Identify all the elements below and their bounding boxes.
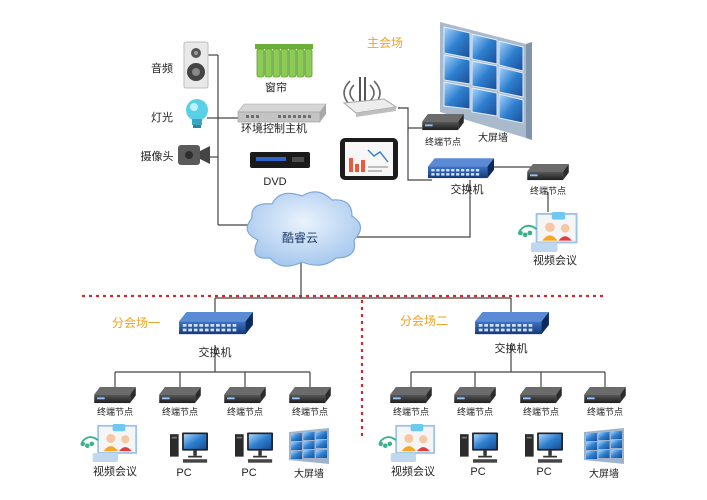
branch-one-endpoint-label: 视频会议: [93, 464, 137, 478]
terminal-node-branch-one-4: [289, 387, 331, 404]
branch-two-endpoint-label: 视频会议: [391, 464, 435, 478]
branch-one-endpoint-label: PC: [241, 467, 256, 479]
env-control-host-icon: [237, 103, 327, 123]
terminal-node-main-1: [422, 114, 464, 131]
lightbulb-icon: [186, 99, 208, 128]
node-main-2-label: 终端节点: [530, 185, 566, 196]
pc-branch-one-1-icon: [170, 432, 208, 463]
venue-separators: [82, 294, 605, 440]
video-conference-branch-one-icon: [80, 424, 138, 462]
switch-branch-two-icon: [475, 312, 549, 335]
pc-branch-two-1-icon: [460, 432, 498, 463]
cloud-label: 酷睿云: [282, 230, 318, 245]
video-wall-branch-one-icon: [289, 428, 329, 464]
dvd-label: DVD: [263, 176, 286, 188]
node-main-1-label: 终端节点: [425, 136, 461, 147]
terminal-node-branch-one-1: [94, 387, 136, 404]
cloud-icon: [246, 191, 362, 267]
terminal-node-main-2: [527, 164, 569, 181]
branch-two-node-label: 终端节点: [587, 406, 623, 417]
branch-two-endpoint-label: 大屏墙: [589, 467, 619, 480]
terminal-node-branch-two-1: [390, 387, 432, 404]
tablet-icon: [340, 138, 398, 180]
video-conference-main-icon: [517, 212, 578, 252]
switch-main-label: 交换机: [451, 182, 484, 196]
video-conf-main-label: 视频会议: [533, 253, 577, 267]
wifi-router-icon: [342, 77, 398, 117]
branch-one-nodes: [94, 387, 331, 404]
terminal-node-branch-two-4: [584, 387, 626, 404]
terminal-node-branch-one-3: [224, 387, 266, 404]
branch-one-title: 分会场一: [112, 316, 160, 330]
curtain-icon: [255, 44, 313, 78]
connection-lines: [114, 54, 606, 387]
branch-two-node-label: 终端节点: [393, 406, 429, 417]
switch-branch-one-label: 交换机: [199, 345, 232, 359]
dvd-player-icon: [250, 152, 310, 168]
branch-one-endpoint-label: PC: [176, 467, 191, 479]
terminal-node-branch-two-3: [520, 387, 562, 404]
video-wall-icon: [440, 22, 532, 140]
switch-main-icon: [428, 158, 494, 179]
pc-branch-one-2-icon: [235, 432, 273, 463]
video-wall-branch-two-icon: [584, 428, 624, 464]
branch-two-endpoint-label: PC: [536, 466, 551, 478]
audio-label: 音频: [151, 61, 173, 75]
branch-one-node-label: 终端节点: [97, 406, 133, 417]
video-conference-branch-two-icon: [378, 424, 436, 462]
branch-one-node-label: 终端节点: [227, 406, 263, 417]
branch-two-endpoint-label: PC: [470, 466, 485, 478]
env-host-label: 环境控制主机: [241, 121, 307, 135]
branch-two-node-label: 终端节点: [457, 406, 493, 417]
branch-one-node-label: 终端节点: [292, 406, 328, 417]
branch-one-node-label: 终端节点: [162, 406, 198, 417]
branch-two-title: 分会场二: [400, 314, 448, 328]
main-venue-title: 主会场: [367, 36, 403, 50]
terminal-node-branch-two-2: [454, 387, 496, 404]
speaker-icon: [183, 41, 209, 89]
switch-branch-one-icon: [179, 312, 253, 335]
camera-label: 摄像头: [141, 149, 174, 163]
terminal-node-branch-one-2: [159, 387, 201, 404]
light-label: 灯光: [151, 110, 173, 124]
big-screen-main-label: 大屏墙: [478, 131, 508, 144]
pc-branch-two-2-icon: [525, 432, 563, 463]
branch-two-node-label: 终端节点: [523, 406, 559, 417]
curtain-label: 窗帘: [265, 80, 287, 94]
camera-icon: [178, 145, 210, 165]
branch-two-nodes: [390, 387, 626, 404]
branch-one-endpoint-label: 大屏墙: [294, 467, 324, 480]
switch-branch-two-label: 交换机: [495, 341, 528, 355]
